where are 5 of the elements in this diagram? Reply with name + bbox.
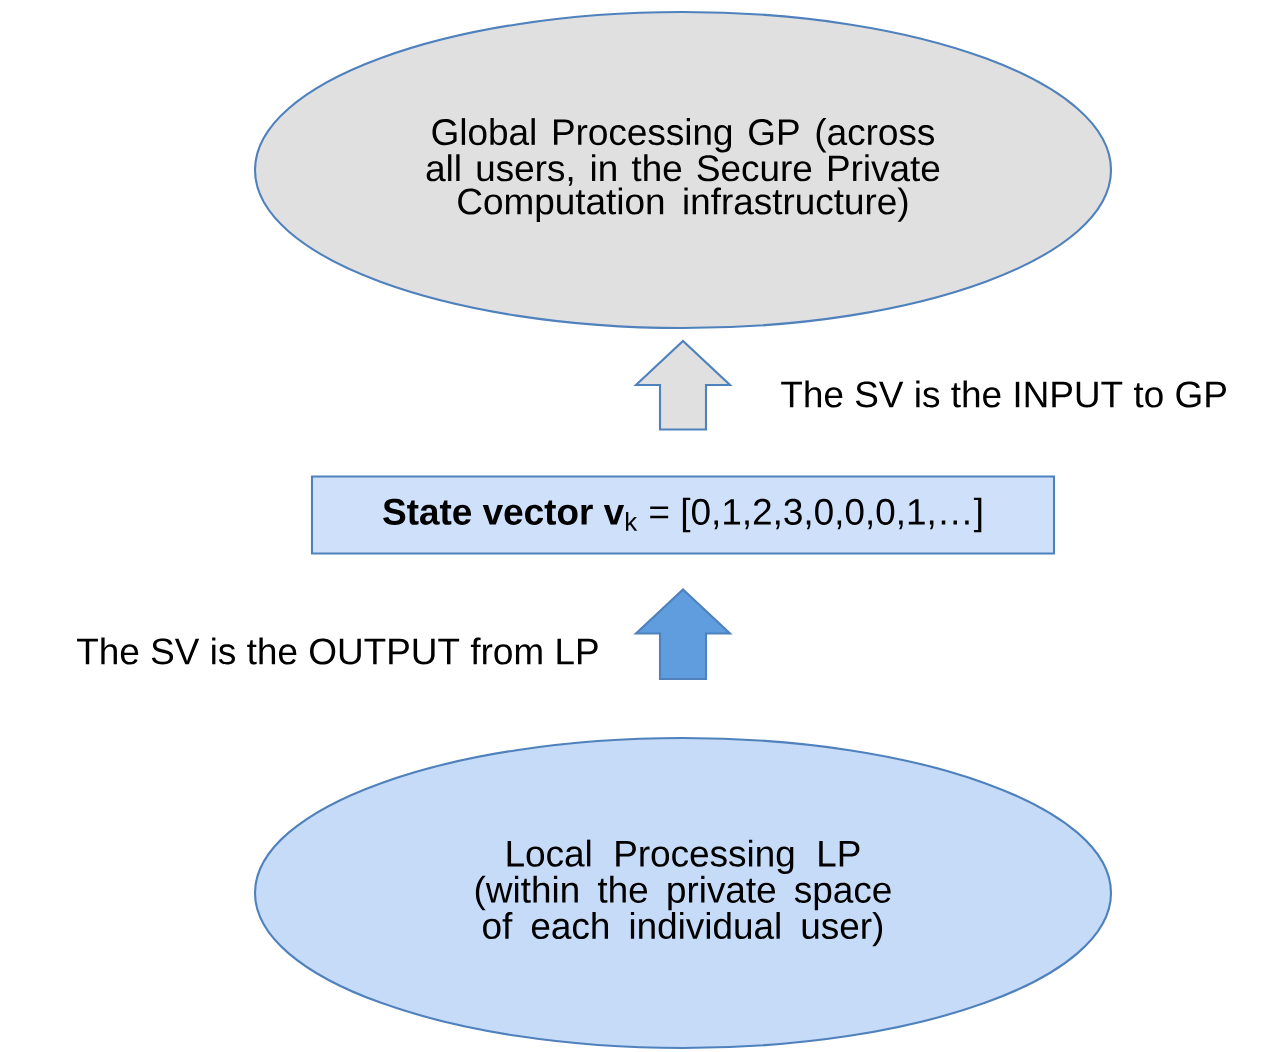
block-arrow <box>633 339 733 431</box>
block-arrow <box>633 588 733 680</box>
edge-label: The SV is the INPUT to GP <box>781 380 1226 408</box>
edge-label: The SV is the OUTPUT from LP <box>77 637 598 665</box>
state-vector-box: State vector v$_{k}$ = [0,1,2,3,0,0,0,1,…] <box>310 475 1056 555</box>
